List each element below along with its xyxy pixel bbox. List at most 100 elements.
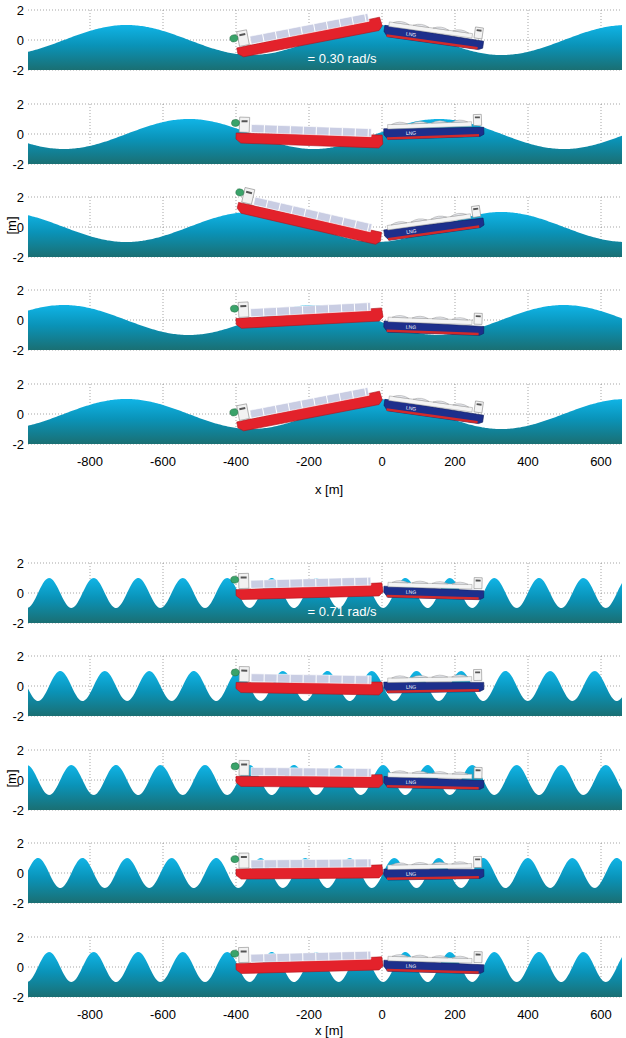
- lng-tank: [392, 315, 408, 318]
- y-tick-label: 2: [17, 836, 24, 851]
- container-gap: [314, 398, 316, 406]
- y-tick-label: -2: [12, 803, 24, 818]
- container-gap: [368, 129, 369, 137]
- y-tick-label: 2: [17, 190, 24, 205]
- container-gap: [328, 578, 329, 586]
- x-tick-label: -800: [77, 1007, 103, 1022]
- lng-carrier: LNG: [384, 856, 484, 880]
- y-tick-label: -2: [12, 343, 24, 358]
- lng-deck: [389, 22, 473, 38]
- container-gap: [263, 308, 264, 316]
- y-tick-label: 2: [17, 3, 24, 18]
- container-gap: [276, 954, 277, 962]
- container-ship: [231, 944, 384, 974]
- ship-funnel: [231, 669, 239, 676]
- lng-tank: [393, 395, 409, 399]
- hull-bottom-band: [387, 969, 479, 974]
- container-gap: [367, 223, 369, 231]
- container-gap: [315, 859, 316, 867]
- container-gap: [301, 400, 303, 408]
- lng-deck: [388, 677, 472, 683]
- container-gap: [339, 393, 341, 401]
- container-gap: [365, 14, 367, 22]
- grid-line: [28, 197, 622, 198]
- y-tick-label: 2: [17, 556, 24, 571]
- container-gap: [328, 305, 329, 313]
- container-gap: [288, 29, 290, 37]
- container-gap: [328, 952, 329, 960]
- container-ship: [230, 295, 383, 329]
- y-tick-label: -2: [12, 709, 24, 724]
- lng-deck: [387, 214, 471, 230]
- ship-funnel: [231, 576, 239, 583]
- container-gap: [314, 24, 316, 32]
- container-ship: [231, 186, 385, 246]
- hull-marking: LNG: [406, 684, 416, 690]
- lng-tank: [451, 120, 467, 123]
- x-tick-label: 600: [590, 454, 612, 469]
- container-gap: [302, 306, 303, 314]
- container-gap: [291, 206, 293, 214]
- x-tick-label: 600: [590, 1007, 612, 1022]
- bridge-window: [241, 576, 247, 578]
- container-gap: [303, 675, 304, 683]
- x-tick-label: -600: [150, 1007, 176, 1022]
- ship-bridge: [474, 401, 483, 413]
- sea-surface: [28, 578, 622, 623]
- lng-carrier: LNG: [382, 205, 484, 241]
- container-ship: [231, 570, 384, 600]
- y-tick-label: 2: [17, 743, 24, 758]
- container-gap: [355, 128, 356, 136]
- container-gap: [354, 303, 355, 311]
- container-gap: [263, 408, 265, 416]
- lng-tank: [413, 397, 429, 401]
- lng-tank: [392, 676, 408, 678]
- grid-line: [28, 290, 622, 291]
- bridge-window: [242, 120, 248, 122]
- lng-carrier: LNG: [384, 669, 484, 693]
- bridge-window: [476, 580, 481, 582]
- lng-tank: [411, 218, 427, 222]
- x-tick-label: 0: [378, 1007, 385, 1022]
- container-gap: [355, 768, 356, 776]
- sea-surface: [28, 765, 622, 810]
- container-gap: [290, 126, 291, 134]
- bridge-window: [241, 670, 247, 672]
- hull-bottom-band: [387, 876, 479, 880]
- ship-bridge: [239, 573, 249, 588]
- y-tick-label: 0: [17, 127, 24, 142]
- container-gap: [354, 952, 355, 960]
- frequency-annotation: = 0.71 rad/s: [307, 604, 376, 619]
- lng-deck: [388, 122, 472, 129]
- lng-carrier: LNG: [383, 114, 484, 139]
- ship-bridge: [474, 578, 482, 589]
- hull-marking: LNG: [406, 963, 417, 969]
- y-tick-label: -2: [12, 63, 24, 78]
- lng-tank: [412, 675, 428, 677]
- lng-carrier: LNG: [384, 575, 485, 600]
- hull-bottom-band: [387, 330, 479, 336]
- container-gap: [329, 675, 330, 683]
- y-tick-label: 2: [17, 649, 24, 664]
- lng-carrier: LNG: [384, 310, 485, 335]
- container-gap: [263, 954, 264, 962]
- y-tick-label: 2: [17, 930, 24, 945]
- x-tick-label: -200: [296, 1007, 322, 1022]
- container-gap: [367, 859, 368, 867]
- hull-marking: LNG: [406, 871, 416, 877]
- y-tick-label: 0: [17, 33, 24, 48]
- grid-line: [28, 750, 622, 751]
- container-gap: [354, 578, 355, 586]
- container-gap: [275, 31, 277, 39]
- container-gap: [316, 127, 317, 135]
- container-gap: [279, 203, 281, 211]
- lng-tank: [432, 675, 448, 677]
- ship-bridge: [474, 856, 482, 867]
- ship-bridge: [237, 404, 250, 421]
- container-gap: [352, 16, 354, 24]
- lng-deck: [388, 864, 472, 870]
- container-gap: [354, 859, 355, 867]
- y-tick-label: 0: [17, 313, 24, 328]
- container-stack: [250, 13, 369, 44]
- y-tick-label: -2: [12, 616, 24, 631]
